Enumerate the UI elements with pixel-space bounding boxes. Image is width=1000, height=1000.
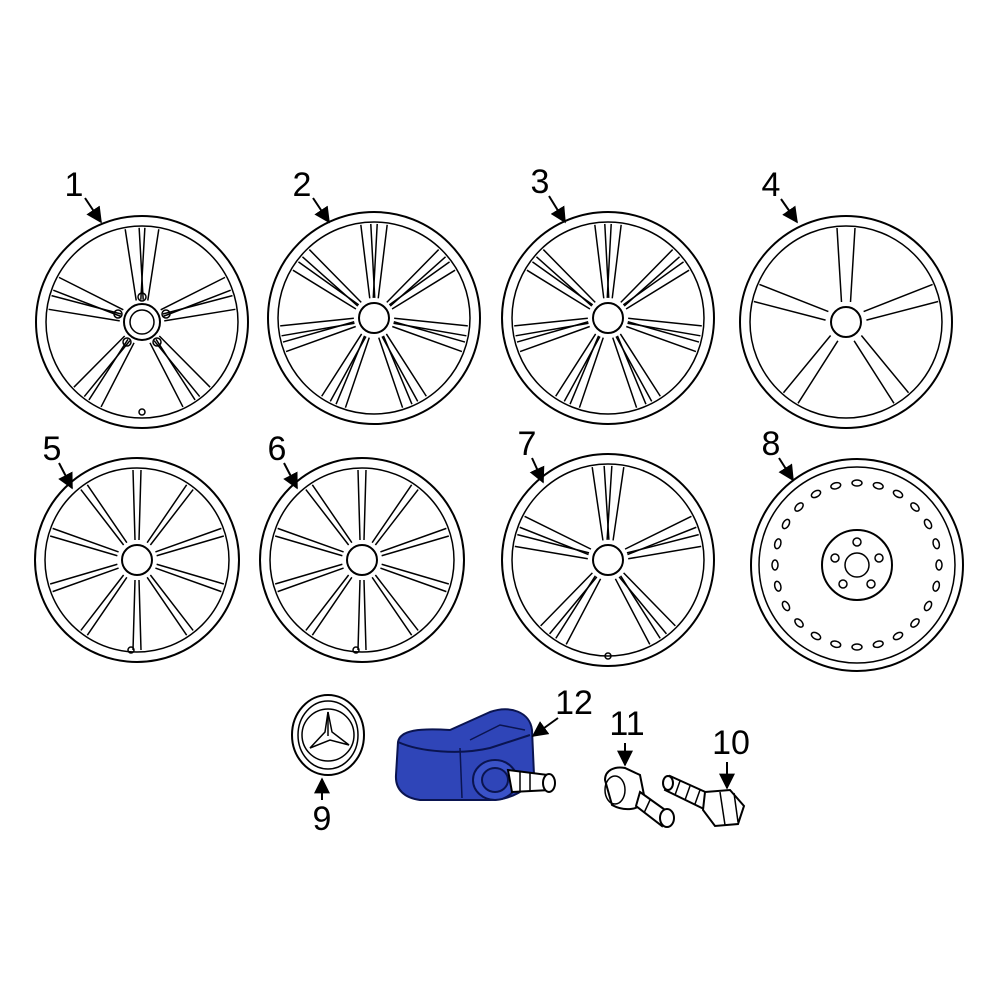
callout-8: 8: [762, 425, 781, 463]
leader-line-1: [84, 197, 102, 224]
tpms-sensor-icon[interactable]: [394, 708, 556, 801]
leader-line-7: [529, 457, 545, 484]
callout-6: 6: [268, 430, 287, 468]
callout-9: 9: [313, 800, 332, 838]
lug-bolt-icon[interactable]: [662, 774, 746, 828]
wheel-4-icon[interactable]: [739, 215, 953, 429]
callout-2: 2: [293, 166, 312, 204]
wheel-7-icon[interactable]: [501, 453, 715, 667]
callout-12: 12: [555, 684, 593, 722]
leader-line-8: [778, 457, 794, 482]
callout-1: 1: [65, 166, 84, 204]
wheel-1-icon[interactable]: [35, 215, 249, 429]
wheel-2-icon[interactable]: [267, 211, 481, 425]
leader-line-6: [283, 462, 298, 490]
callout-11: 11: [609, 705, 644, 743]
callout-7: 7: [518, 425, 537, 463]
callout-3: 3: [531, 163, 550, 201]
callout-4: 4: [762, 166, 781, 204]
center-cap-icon[interactable]: [291, 694, 365, 776]
leader-line-5: [58, 462, 73, 490]
callout-5: 5: [43, 430, 62, 468]
wheel-8-icon[interactable]: [750, 458, 964, 672]
callout-10: 10: [712, 724, 750, 762]
wheel-5-icon[interactable]: [34, 457, 240, 663]
wheel-6-icon[interactable]: [259, 457, 465, 663]
valve-stem-icon[interactable]: [603, 766, 675, 828]
leader-line-3: [548, 195, 566, 224]
leader-line-12: [531, 717, 559, 737]
wheel-3-icon[interactable]: [501, 211, 715, 425]
leader-line-4: [780, 198, 798, 224]
leader-line-2: [312, 197, 330, 224]
